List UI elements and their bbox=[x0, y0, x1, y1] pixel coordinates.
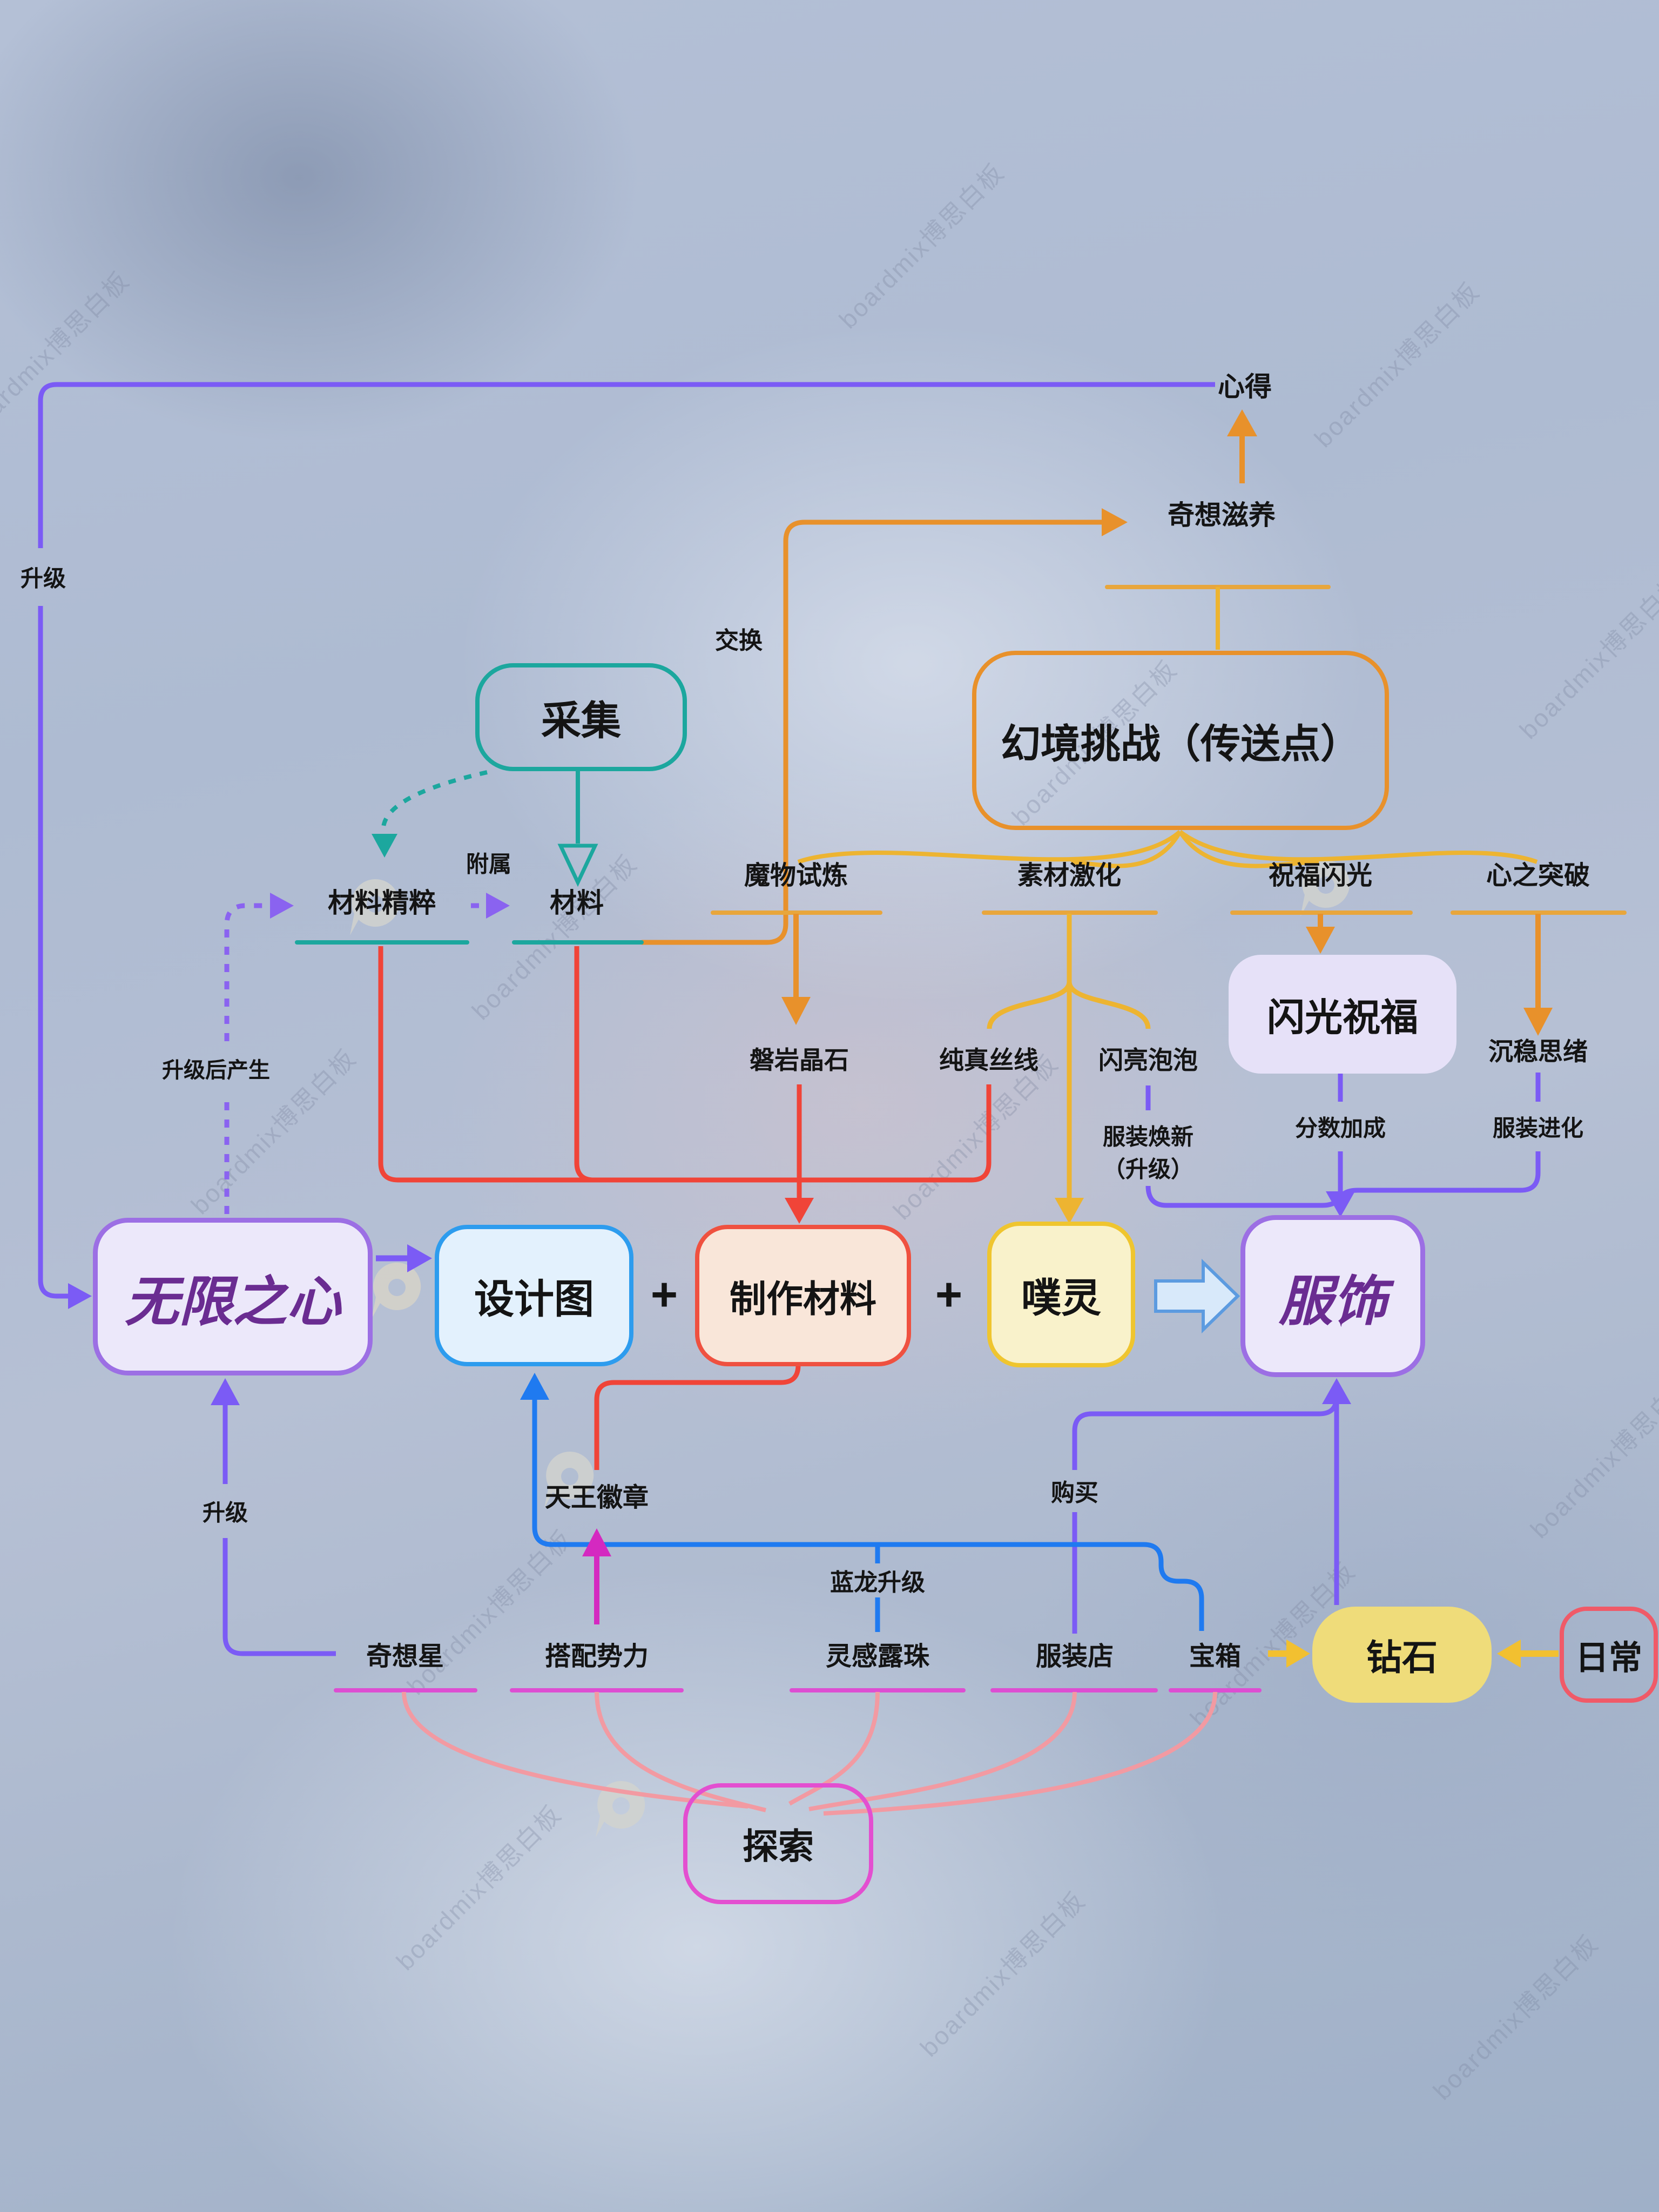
node-glowing-blessing[interactable]: 闪光祝福 bbox=[1229, 955, 1456, 1074]
watermark-pin-icon bbox=[1300, 860, 1350, 916]
watermark: boardmix博思白板 bbox=[1427, 1929, 1604, 2106]
label-plus-1: + bbox=[650, 1269, 678, 1321]
watermark-pin-icon bbox=[350, 879, 400, 935]
label-outfit-refresh[interactable]: 服装焕新 bbox=[1102, 1124, 1194, 1150]
node-esseling[interactable]: 噗灵 bbox=[987, 1222, 1135, 1367]
watermark: boardmix博思白板 bbox=[1309, 276, 1485, 453]
node-gathering[interactable]: 采集 bbox=[475, 663, 687, 771]
arrow-red-to-zhizuocailiao bbox=[785, 1198, 814, 1224]
label-score-bonus[interactable]: 分数加成 bbox=[1294, 1115, 1386, 1141]
arrow-sucai-to-puling bbox=[1055, 1198, 1084, 1224]
edge-huanjing-to-qixiangziyang bbox=[1105, 585, 1331, 650]
label-blessing-glow[interactable]: 祝福闪光 bbox=[1268, 861, 1373, 890]
node-sketch[interactable]: 设计图 bbox=[435, 1225, 633, 1366]
label-monster-trial[interactable]: 魔物试炼 bbox=[744, 861, 848, 890]
arrow-into-wuxian-bottom bbox=[211, 1378, 240, 1405]
label-material-boost[interactable]: 素材激化 bbox=[1017, 861, 1122, 890]
label-pure-silk-thread[interactable]: 纯真丝线 bbox=[939, 1046, 1038, 1074]
label-shiny-bubble[interactable]: 闪亮泡泡 bbox=[1098, 1046, 1198, 1074]
big-result-arrow-icon bbox=[1154, 1258, 1240, 1334]
watermark: boardmix博思白板 bbox=[914, 1886, 1091, 2062]
watermark-pin-icon bbox=[596, 1781, 645, 1837]
edge-caiji-to-cailiao bbox=[557, 771, 598, 887]
label-whimstar[interactable]: 奇想星 bbox=[366, 1642, 444, 1671]
arrow-into-fushi-bottom bbox=[1322, 1378, 1351, 1404]
label-outfit-evolution[interactable]: 服装进化 bbox=[1492, 1115, 1584, 1141]
label-inspiration-dew[interactable]: 灵感露珠 bbox=[825, 1642, 930, 1671]
edge-xinzhi-to-chenwen bbox=[1523, 914, 1553, 1036]
label-material-essence[interactable]: 材料精粹 bbox=[328, 888, 436, 918]
node-outfit[interactable]: 服饰 bbox=[1240, 1215, 1425, 1377]
edge-qixiangxing-to-wuxian bbox=[222, 1403, 336, 1656]
label-calm-thoughts[interactable]: 沉稳思绪 bbox=[1488, 1037, 1588, 1065]
edge-caiji-to-cailiaojingcui bbox=[372, 770, 488, 858]
label-treasure-chest[interactable]: 宝箱 bbox=[1189, 1642, 1242, 1671]
edge-cailiaojingcui-to-cailiao bbox=[471, 893, 510, 919]
edge-dapei-to-tianwang bbox=[582, 1528, 611, 1624]
node-crafting-materials[interactable]: 制作材料 bbox=[695, 1225, 911, 1366]
node-explore[interactable]: 探索 bbox=[683, 1783, 873, 1904]
watermark: boardmix博思白板 bbox=[401, 1524, 578, 1701]
label-rock-crystal[interactable]: 磐岩晶石 bbox=[750, 1046, 849, 1074]
label-blue-dragon-upgrade[interactable]: 蓝龙升级 bbox=[830, 1569, 925, 1596]
label-heart-breakthrough[interactable]: 心之突破 bbox=[1486, 861, 1590, 890]
label-upgrade-bottom[interactable]: 升级 bbox=[202, 1500, 248, 1526]
label-styling-faction[interactable]: 搭配势力 bbox=[544, 1642, 649, 1671]
arrow-into-fushi-top bbox=[1326, 1191, 1355, 1217]
watermark: boardmix博思白板 bbox=[390, 1799, 567, 1976]
edge-huanjing-fanout bbox=[797, 830, 1538, 868]
watermark: boardmix博思白板 bbox=[1514, 568, 1659, 745]
node-diamond[interactable]: 钻石 bbox=[1312, 1607, 1492, 1703]
label-exchange[interactable]: 交换 bbox=[715, 628, 763, 654]
label-purchase[interactable]: 购买 bbox=[1051, 1480, 1098, 1506]
edge-richang-to-zuanshi bbox=[1497, 1640, 1559, 1668]
watermark: boardmix博思白板 bbox=[0, 266, 135, 442]
label-wishful-aura[interactable]: 奇想滋养 bbox=[1168, 500, 1276, 530]
edge-qixiangziyang-to-xinde bbox=[1227, 409, 1257, 483]
label-affiliated[interactable]: 附属 bbox=[466, 851, 512, 877]
label-sovereign-badge[interactable]: 天王徽章 bbox=[544, 1483, 649, 1512]
watermark: boardmix博思白板 bbox=[833, 158, 1010, 334]
label-outfit-refresh-upgrade[interactable]: （升级） bbox=[1102, 1156, 1194, 1182]
watermark-pin-icon bbox=[372, 1262, 421, 1319]
node-daily[interactable]: 日常 bbox=[1560, 1607, 1658, 1703]
label-material[interactable]: 材料 bbox=[550, 888, 604, 918]
edge-mowu-to-panyan bbox=[781, 914, 811, 1025]
watermark: boardmix博思白板 bbox=[1525, 1367, 1659, 1544]
label-plus-2: + bbox=[935, 1269, 963, 1321]
label-insight[interactable]: 心得 bbox=[1218, 372, 1272, 402]
arrow-into-shejitu bbox=[520, 1373, 549, 1400]
node-realm-challenge[interactable]: 幻境挑战（传送点） bbox=[972, 651, 1389, 830]
label-clothing-shop[interactable]: 服装店 bbox=[1035, 1642, 1114, 1671]
label-upgrade-left[interactable]: 升级 bbox=[20, 565, 66, 591]
label-produced-after-upgrade[interactable]: 升级后产生 bbox=[162, 1058, 270, 1082]
node-heart-of-infinity[interactable]: 无限之心 bbox=[93, 1218, 373, 1375]
